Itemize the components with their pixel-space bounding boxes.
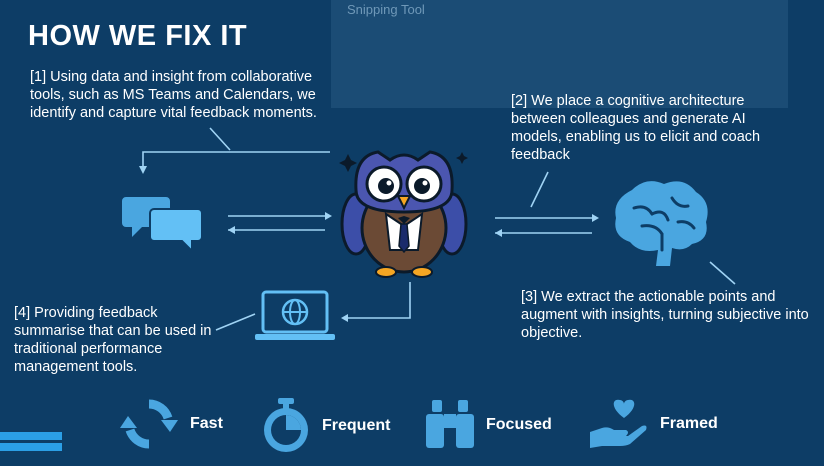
binoculars-icon [426,400,474,448]
chat-bubbles-icon [122,197,203,253]
feature-frequent: Frequent [260,398,390,454]
snipping-tool-label: Snipping Tool [347,2,425,17]
slide-title: HOW WE FIX IT [28,20,248,52]
decorative-bars [0,432,62,452]
feature-label-focused: Focused [486,416,552,433]
feature-fast: Fast [118,398,223,450]
feature-label-framed: Framed [660,415,718,432]
owl-mascot-icon [339,150,468,278]
brain-icon [615,181,708,266]
step-1-text: [1] Using data and insight from collabor… [30,69,317,121]
feature-label-fast: Fast [190,415,223,432]
laptop-globe-icon [255,290,335,340]
feature-framed: Framed [588,398,718,450]
step-4-text: [4] Providing feedback summarise that ca… [14,305,212,375]
feature-focused: Focused [424,398,552,452]
refresh-icon [120,399,178,449]
step-2-text: [2] We place a cognitive architecture be… [511,93,761,163]
stopwatch-icon [264,398,308,452]
heart-hand-icon [590,399,647,448]
feature-label-frequent: Frequent [322,417,391,434]
step-3-text: [3] We extract the actionable points and… [521,289,809,341]
snipping-tool-overlay: Snipping Tool [331,0,788,108]
